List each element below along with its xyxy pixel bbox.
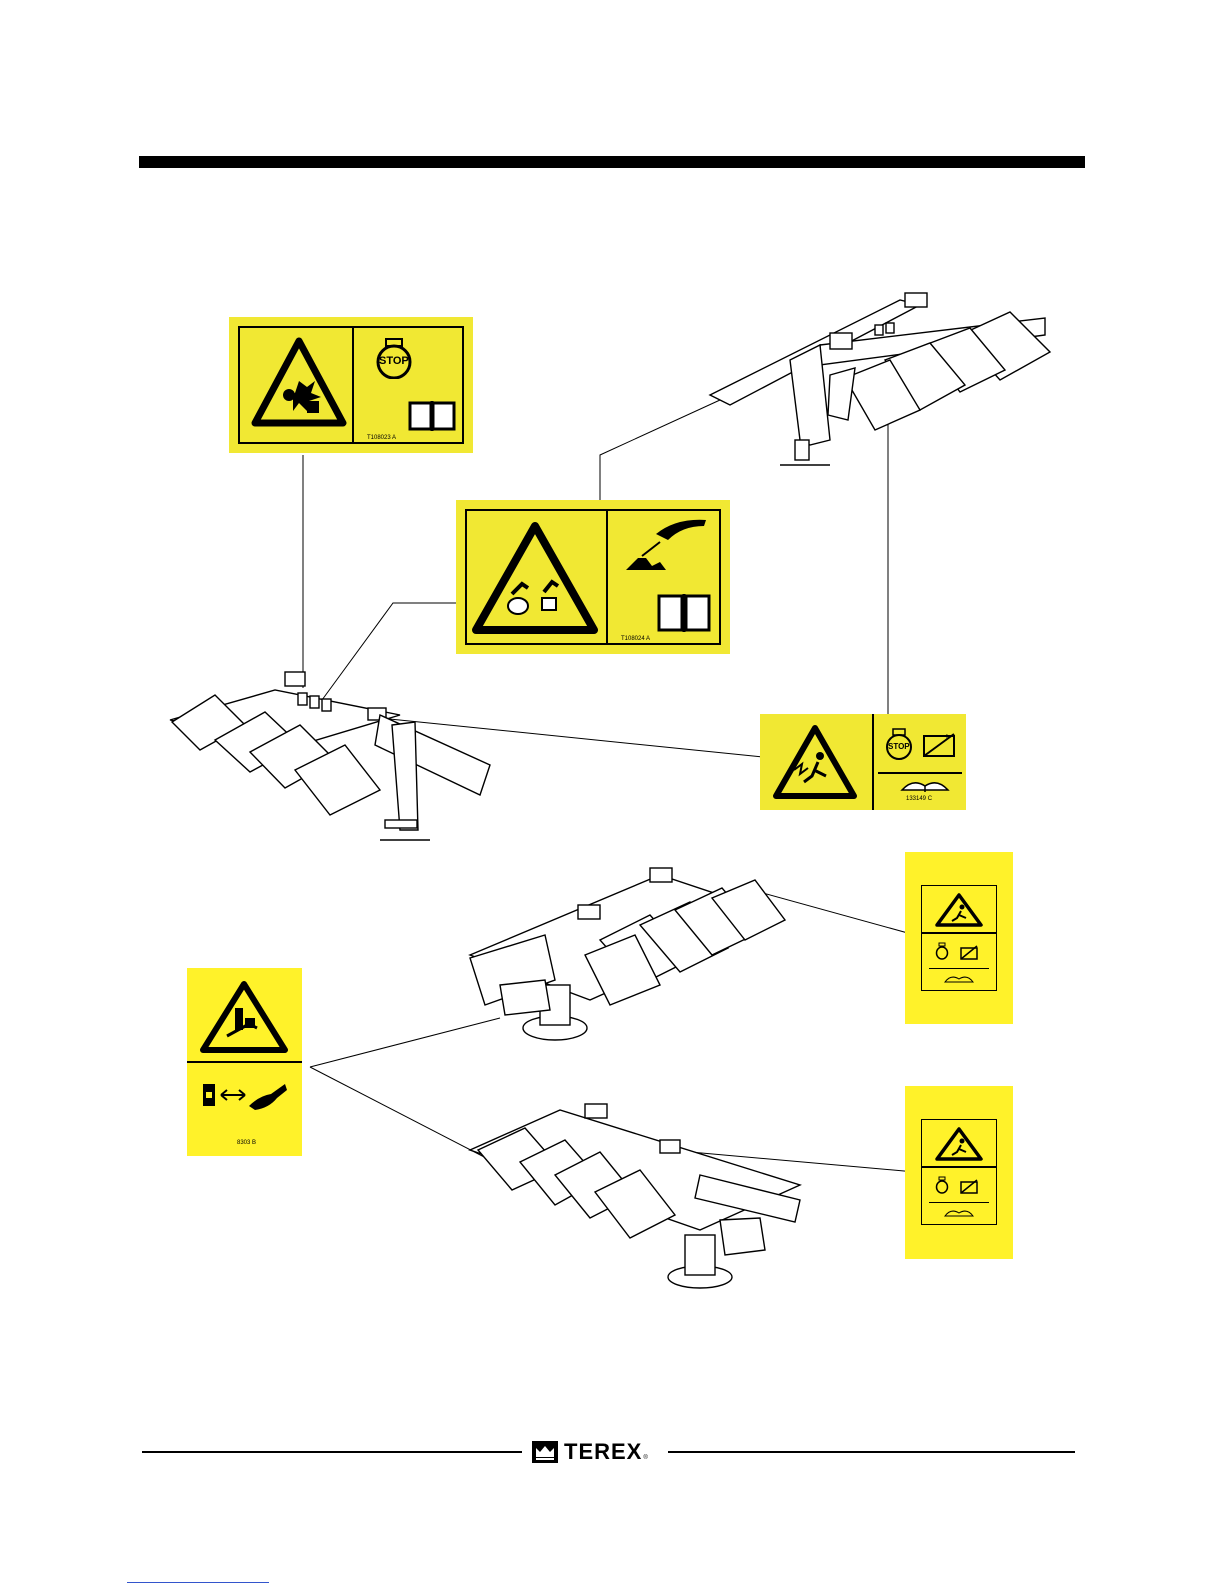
link-underline[interactable] <box>127 1582 269 1583</box>
light-tower-head-angle-view <box>470 1104 800 1288</box>
manual-icon <box>900 776 950 794</box>
electrocution-hazard-icon <box>934 1126 984 1162</box>
stop-engine-icon <box>935 1176 949 1194</box>
electrocution-hazard-icon <box>934 892 984 928</box>
battery-disconnect-icon <box>959 944 981 960</box>
terex-emblem-icon <box>532 1441 558 1463</box>
terex-logo: TEREX ® <box>532 1438 648 1466</box>
decal-electrocution-small-2 <box>905 1086 1013 1259</box>
battery-disconnect-icon: + <box>922 730 958 758</box>
light-tower-head-top-view <box>470 868 785 1040</box>
svg-text:+: + <box>944 732 950 743</box>
battery-disconnect-icon <box>959 1178 981 1194</box>
light-tower-rear-view <box>710 293 1050 465</box>
decal-code: 8303 B <box>237 1140 256 1146</box>
hot-components-icon <box>470 518 600 638</box>
decal-hot-surface: T108024 A <box>456 500 730 654</box>
electrocution-hazard-icon <box>772 722 858 802</box>
decal-code: T108024 A <box>621 636 650 642</box>
stop-engine-icon: STOP <box>884 728 914 760</box>
decal-code: T108023 A <box>367 435 396 441</box>
stop-label: STOP <box>379 355 409 367</box>
footer-rule-right <box>668 1451 1075 1453</box>
footer-rule-left <box>142 1451 522 1453</box>
stop-label: STOP <box>888 742 910 751</box>
decal-code: 133149 C <box>906 796 932 802</box>
stop-engine-icon: STOP <box>374 337 414 377</box>
decal-crush-hazard: 8303 B <box>187 968 302 1156</box>
explosion-hazard-icon <box>249 333 349 433</box>
manual-icon <box>943 972 975 984</box>
registered-mark: ® <box>643 1455 647 1461</box>
light-tower-front-view <box>170 672 490 840</box>
decal-electrocution-large: STOP + 133149 C <box>760 714 966 810</box>
brand-name: TEREX <box>564 1439 642 1465</box>
manual-icon <box>943 1206 975 1218</box>
decal-explosion-hazard: STOP T108023 A <box>229 317 473 453</box>
keep-distance-icon <box>199 1078 291 1114</box>
manual-icon <box>656 590 712 634</box>
manual-icon <box>407 397 457 433</box>
decal-electrocution-small-1 <box>905 852 1013 1024</box>
stop-engine-icon <box>935 942 949 960</box>
hand-hot-surface-icon <box>616 514 716 574</box>
crush-hazard-icon <box>197 978 291 1056</box>
